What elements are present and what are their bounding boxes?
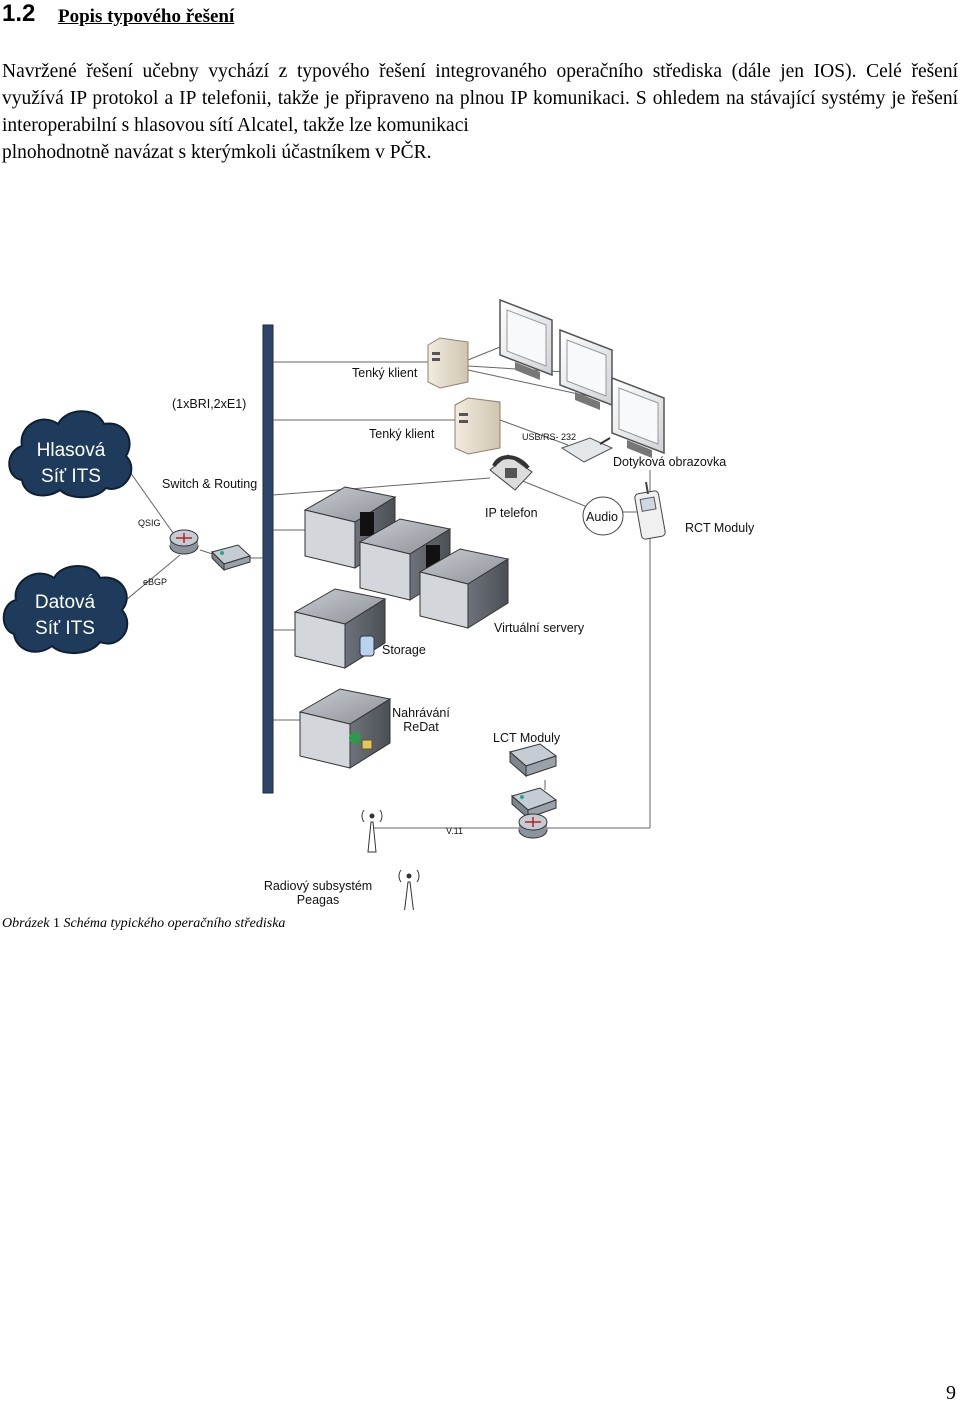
usb-rs232-label: USB/RS- 232 — [522, 432, 577, 442]
network-backbone — [262, 324, 274, 794]
touch-tablet — [560, 437, 614, 463]
data-network-cloud — [2, 565, 129, 654]
thin-client-pc — [454, 397, 501, 455]
paragraph-line: Navržené řešení učebny vychází z typovéh… — [2, 61, 857, 82]
audio-node — [582, 496, 624, 536]
paragraph-line: Celé řešení využívá IP protokol a IP tel… — [2, 61, 959, 109]
thin-client-pc — [427, 337, 469, 389]
qsig-label: QSIG — [138, 518, 161, 528]
ip-phone — [489, 454, 533, 491]
figure-caption: Obrázek 1 Schéma typického operačního st… — [2, 916, 286, 931]
radio-antenna-icon — [361, 809, 383, 853]
voice-network-cloud — [8, 410, 133, 499]
thin-client-label: Tenký klient — [369, 427, 435, 441]
switch-routing-label: Switch & Routing — [162, 477, 258, 491]
touch-screen-label: Dotyková obrazovka — [613, 455, 727, 469]
paragraph-line: plnohodnotně navázat s kterýmkoli účastn… — [2, 142, 432, 163]
v11-label: V.11 — [446, 826, 464, 836]
intro-paragraph: Navržené řešení učebny vychází z typovéh… — [2, 58, 958, 166]
lct-switch — [508, 743, 558, 778]
lct-modules-label: LCT Moduly — [493, 731, 561, 745]
page-number: 9 — [946, 1382, 956, 1404]
server-rack — [418, 548, 510, 629]
section-number: 1.2 — [2, 0, 36, 27]
switch — [211, 544, 251, 572]
server-rack — [303, 486, 397, 569]
ios-schema-diagram — [2, 298, 666, 910]
radio-subsystem-label: Radiový subsystém Peagas — [263, 879, 373, 907]
section-title: Popis typového řešení — [58, 6, 235, 27]
storage-label: Storage — [382, 643, 426, 657]
rct-modules-label: RCT Moduly — [685, 521, 755, 535]
thin-client-label: Tenký klient — [352, 366, 418, 380]
lct-switch — [510, 787, 558, 820]
data-network-label: Datová Síť ITS — [34, 592, 96, 639]
storage-server — [293, 588, 387, 669]
audio-label: Audio — [586, 510, 618, 524]
router — [169, 529, 199, 555]
monitor — [611, 376, 665, 458]
recording-label: Nahrávání ReDat — [392, 706, 450, 734]
monitor — [499, 298, 553, 380]
recording-server — [298, 688, 392, 769]
monitor — [559, 328, 613, 410]
radio-antenna-icon — [398, 869, 420, 910]
voice-network-label: Hlasová Síť ITS — [36, 440, 106, 487]
paragraph-line: na stávající systémy je řešení interoper… — [2, 88, 958, 136]
ip-phone-label: IP telefon — [485, 506, 538, 520]
ebgp-label: eBGP — [143, 577, 168, 587]
virtual-servers-label: Virtuální servery — [494, 621, 585, 635]
bri-label: (1xBRI,2xE1) — [172, 397, 247, 411]
rct-radio-handset — [634, 481, 666, 540]
router — [518, 813, 548, 839]
